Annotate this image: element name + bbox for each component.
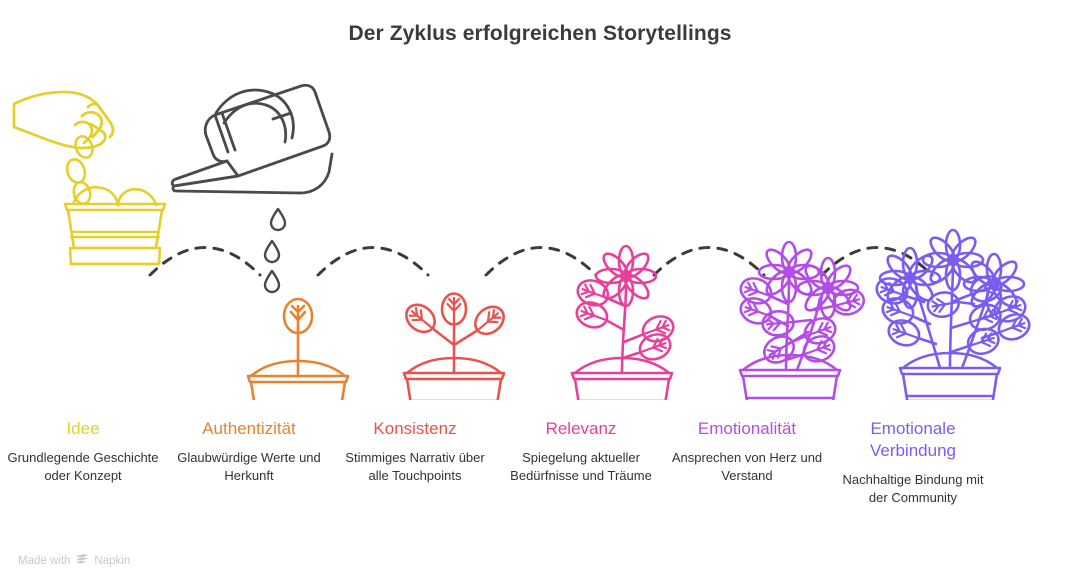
stage-illustration-emotionalitaet (735, 240, 868, 400)
watermark: Made with Napkin (18, 553, 130, 568)
stage-illustration-authentizitaet (170, 83, 350, 400)
flower-pot (246, 374, 350, 400)
napkin-chevrons-icon (75, 553, 89, 568)
sprout-icon (282, 297, 314, 378)
leaf-icon-right (468, 299, 511, 341)
water-droplets (263, 207, 287, 294)
stage-description-idee: Grundlegende Geschichte oder Konzept (7, 450, 159, 483)
hand-icon (12, 90, 115, 150)
watering-can-icon (170, 83, 334, 195)
flower-pot (738, 368, 842, 400)
flower-pot (63, 202, 167, 266)
soil-mound (71, 185, 158, 207)
leaf-icon-top (440, 292, 468, 326)
stage-title-authentizitaet: Authentizität (202, 419, 296, 438)
stage-title-emotionalitaet: Emotionalität (697, 419, 797, 438)
plant-stems (430, 322, 480, 375)
stage-title-idee: Idee (66, 419, 100, 438)
stage-title-relevanz: Relevanz (545, 419, 617, 438)
stage-caption-emotionale-verbindung: Emotionale Verbindung Nachhaltige Bindun… (830, 418, 996, 507)
page-title: Der Zyklus erfolgreichen Storytellings (348, 22, 732, 45)
stage-caption-emotionalitaet: Emotionalität Ansprechen von Herz und Ve… (664, 418, 830, 507)
flower-pot (570, 371, 674, 400)
stage-caption-idee: Idee Grundlegende Geschichte oder Konzep… (0, 418, 166, 507)
stage-illustration-konsistenz (399, 292, 511, 400)
watermark-prefix: Made with (18, 554, 71, 567)
connector-arc-5 (820, 246, 934, 277)
flower-pot (402, 371, 506, 400)
stage-captions: Idee Grundlegende Geschichte oder Konzep… (0, 418, 1080, 507)
leaf-icon-3 (963, 323, 1004, 359)
stage-illustration-idee (12, 90, 167, 266)
watermark-brand: Napkin (94, 554, 131, 567)
connector-arc-2 (316, 246, 430, 277)
illustration-stage (0, 80, 1080, 400)
connector-arc-1 (148, 246, 262, 277)
leaf-icon-6 (758, 330, 800, 369)
stage-description-relevanz: Spiegelung aktueller Bedürfnisse und Trä… (510, 450, 652, 483)
stage-illustration-relevanz (570, 244, 679, 400)
stage-description-emotionalitaet: Ansprechen von Herz und Verstand (671, 450, 823, 483)
connector-arc-3 (484, 246, 598, 277)
connector-arc-4 (652, 246, 766, 277)
leaf-icon-left (399, 297, 442, 339)
stage-caption-authentizitaet: Authentizität Glaubwürdige Werte und Her… (166, 418, 332, 507)
flower-icon-short (796, 256, 860, 320)
seed-icon-group (65, 135, 94, 206)
stage-caption-konsistenz: Konsistenz Stimmiges Narrativ über alle … (332, 418, 498, 507)
connector-arcs (148, 246, 934, 277)
stage-caption-relevanz: Relevanz Spiegelung aktueller Bedürfniss… (498, 418, 664, 507)
plant-stem (604, 284, 646, 375)
stage-illustration-emotionale-verbindung (871, 228, 1035, 400)
sprout-and-pot (246, 297, 350, 400)
stage-title-konsistenz: Konsistenz (373, 419, 457, 438)
stage-title-emotionale-verbindung: Emotionale Verbindung (869, 419, 957, 460)
flower-pot (898, 366, 1002, 400)
stage-description-authentizitaet: Glaubwürdige Werte und Herkunft (177, 450, 321, 483)
stage-description-emotionale-verbindung: Nachhaltige Bindung mit der Community (842, 472, 984, 505)
stage-description-konsistenz: Stimmiges Narrativ über alle Touchpoints (345, 450, 485, 483)
